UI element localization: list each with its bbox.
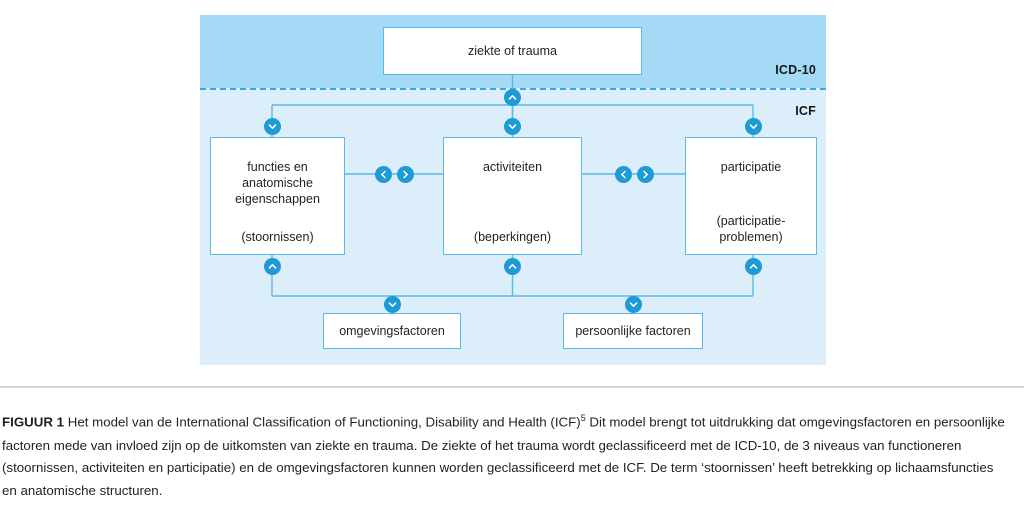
chevron-down-icon-personal (624, 295, 642, 313)
caption-text-before-reference: Het model van de International Classific… (64, 414, 581, 430)
node-disease: ziekte of trauma (383, 27, 642, 75)
band-label-icf: ICF (795, 104, 816, 118)
chevron-up-icon-disease (504, 88, 521, 106)
caption-label: FIGUUR 1 (2, 414, 65, 430)
node-activities: activiteiten (beperkingen) (443, 137, 582, 255)
node-participation: participatie (participatie-problemen) (685, 137, 817, 255)
node-participation-label: participatie (720, 160, 782, 174)
chevron-right-icon-activities-participation (636, 165, 654, 183)
node-functions-sublabel: (stoornissen) (241, 230, 314, 244)
node-personal-factors: persoonlijke factoren (563, 313, 703, 349)
node-functions-label: functies en anatomische eigenschappen (235, 160, 320, 206)
chevron-left-icon-activities-participation (614, 165, 632, 183)
node-activities-sublabel: (beperkingen) (473, 230, 552, 244)
node-activities-label: activiteiten (482, 160, 543, 174)
node-participation-sublabel: (participatie-problemen) (716, 214, 786, 244)
chevron-up-icon-participation (744, 257, 762, 275)
node-environmental-label: omgevingsfactoren (339, 324, 445, 338)
node-personal-label: persoonlijke factoren (575, 324, 691, 338)
caption-text-after-reference: Dit model brengt tot uitdrukking dat omg… (2, 414, 1005, 499)
chevron-up-icon-activities (504, 257, 521, 275)
chevron-up-icon-functions (263, 257, 281, 275)
chevron-down-icon-activities (504, 117, 521, 135)
node-functions: functies en anatomische eigenschappen (s… (210, 137, 345, 255)
chevron-down-icon-participation (744, 117, 762, 135)
node-environmental-factors: omgevingsfactoren (323, 313, 461, 349)
node-disease-label: ziekte of trauma (468, 44, 557, 58)
chevron-right-icon-functions-activities (396, 165, 414, 183)
caption-reference-marker: 5 (580, 413, 586, 424)
figure-panel: ICD-10 ICF (200, 15, 826, 365)
chevron-left-icon-functions-activities (374, 165, 392, 183)
caption-divider (0, 386, 1024, 388)
figure-caption: FIGUUR 1 Het model van de International … (0, 411, 1010, 503)
chevron-down-icon-environmental (383, 295, 401, 313)
chevron-down-icon-functions (263, 117, 281, 135)
band-label-icd10: ICD-10 (775, 63, 816, 77)
